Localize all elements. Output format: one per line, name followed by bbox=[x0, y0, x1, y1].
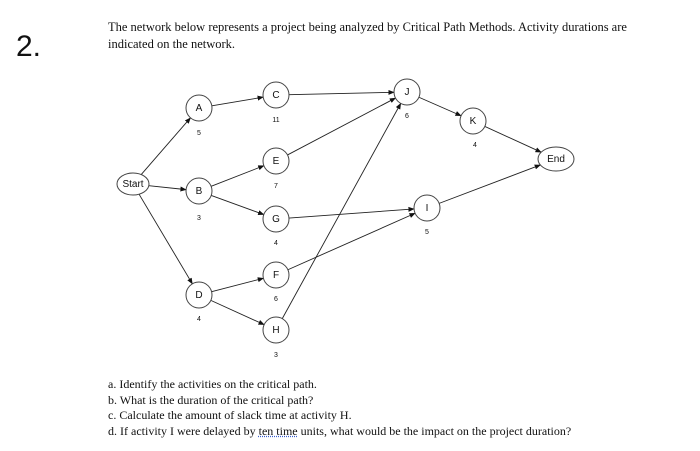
node-I-label: I bbox=[426, 203, 429, 214]
question-a: a. Identify the activities on the critic… bbox=[108, 377, 317, 391]
node-start-label: Start bbox=[122, 179, 143, 190]
node-C: C 11 bbox=[262, 81, 290, 124]
edge-start-B bbox=[148, 185, 187, 192]
node-I: I5 bbox=[413, 194, 441, 236]
edge-B-G bbox=[211, 195, 265, 215]
edge-I-end bbox=[438, 164, 541, 204]
node-I-duration: 5 bbox=[425, 229, 429, 236]
edge-C-J bbox=[288, 89, 395, 96]
node-end-shape bbox=[537, 146, 575, 172]
node-D-shape bbox=[185, 281, 213, 309]
question-b: b. What is the duration of the critical … bbox=[108, 392, 314, 407]
question-d-underlined-text: ten time bbox=[258, 423, 298, 438]
node-B-shape bbox=[185, 177, 213, 205]
edge-K-end bbox=[484, 126, 542, 153]
node-end-label: End bbox=[547, 154, 565, 165]
node-K-label: K bbox=[470, 116, 477, 127]
question-d-prefix: d. If activity I were delayed by bbox=[108, 423, 259, 438]
node-start: Start bbox=[116, 172, 150, 196]
node-F-label: F bbox=[273, 270, 279, 281]
node-C-label: C bbox=[272, 90, 279, 101]
node-A-shape bbox=[185, 94, 213, 122]
node-G-duration: 4 bbox=[274, 240, 278, 247]
node-start-shape bbox=[116, 172, 150, 196]
node-B-duration: 3 bbox=[197, 215, 201, 222]
node-J-label: J bbox=[405, 87, 410, 98]
node-E-shape bbox=[262, 147, 290, 175]
node-G: G4 bbox=[262, 205, 290, 247]
edge-D-H bbox=[210, 299, 265, 326]
edge-E-J bbox=[287, 97, 397, 156]
question-c: c. Calculate the amount of slack time at… bbox=[108, 408, 352, 423]
node-J: J6 bbox=[393, 78, 421, 120]
question-d: d. If activity I were delayed by ten tim… bbox=[108, 424, 571, 440]
network-edges bbox=[138, 89, 542, 326]
node-G-shape bbox=[262, 205, 290, 233]
node-H-duration: 3 bbox=[274, 352, 278, 359]
node-A-label: A bbox=[196, 103, 203, 114]
node-H: H3 bbox=[262, 316, 290, 359]
edge-G-I bbox=[288, 206, 415, 219]
node-H-label: H bbox=[272, 325, 279, 336]
node-K: K4 bbox=[459, 107, 487, 149]
edge-J-K bbox=[418, 96, 462, 117]
question-number: 2. bbox=[16, 30, 42, 63]
node-E: E7 bbox=[262, 147, 290, 190]
node-B-label: B bbox=[196, 186, 203, 197]
node-J-duration: 6 bbox=[405, 113, 409, 120]
edge-start-A bbox=[140, 117, 191, 175]
node-I-shape bbox=[413, 194, 441, 222]
node-A-duration: 5 bbox=[197, 130, 201, 137]
node-F-shape bbox=[262, 261, 290, 289]
question-intro: The network below represents a project b… bbox=[108, 20, 627, 51]
node-F: F6 bbox=[262, 261, 290, 303]
node-H-shape bbox=[262, 316, 290, 344]
node-D-label: D bbox=[195, 290, 202, 301]
node-D-duration: 4 bbox=[197, 316, 201, 323]
node-G-label: G bbox=[272, 214, 280, 225]
question-d-suffix: units, what would be the impact on the p… bbox=[297, 423, 572, 438]
node-D: D4 bbox=[185, 281, 213, 323]
node-C-duration: 11 bbox=[272, 117, 279, 124]
node-B: B3 bbox=[185, 177, 213, 222]
edge-F-I bbox=[287, 212, 416, 271]
node-J-shape bbox=[393, 78, 421, 106]
node-K-shape bbox=[459, 107, 487, 135]
edge-H-J bbox=[281, 102, 402, 319]
edge-A-C bbox=[211, 95, 264, 107]
question-list: a. Identify the activities on the critic… bbox=[108, 377, 571, 439]
edge-B-E bbox=[210, 165, 265, 187]
node-end: End bbox=[537, 146, 575, 172]
node-F-duration: 6 bbox=[274, 296, 278, 303]
node-C-shape bbox=[262, 81, 290, 109]
edge-start-D bbox=[138, 193, 193, 285]
node-E-label: E bbox=[273, 156, 280, 167]
node-A: A5 bbox=[185, 94, 213, 137]
edge-D-F bbox=[211, 277, 265, 293]
node-E-duration: 7 bbox=[274, 183, 278, 190]
node-K-duration: 4 bbox=[473, 142, 477, 149]
